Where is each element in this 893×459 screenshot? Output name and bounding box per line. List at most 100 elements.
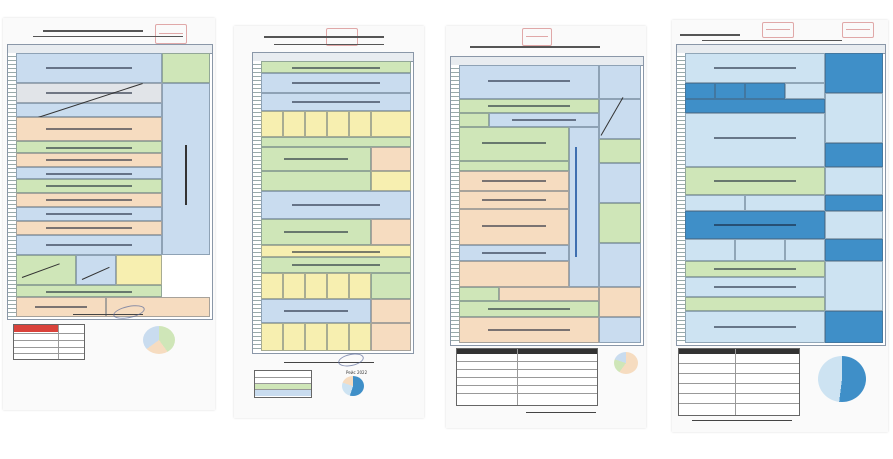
block: [261, 245, 411, 257]
block: [825, 53, 883, 93]
block: [685, 53, 825, 83]
header-line: [274, 44, 384, 45]
time-ruler: [451, 65, 459, 343]
block: [261, 219, 371, 245]
block: [16, 103, 162, 117]
block: [283, 273, 305, 299]
block: [371, 323, 411, 351]
block: [825, 211, 883, 239]
block: [371, 219, 411, 245]
block: [735, 239, 785, 261]
block: [261, 191, 411, 219]
block: [459, 171, 569, 191]
block: [685, 83, 715, 99]
schedule-page-3: [446, 26, 646, 428]
block: [76, 255, 116, 285]
block: [261, 73, 411, 93]
header-line: [33, 36, 183, 37]
block: [599, 203, 641, 243]
block: [371, 147, 411, 171]
block: [371, 299, 411, 323]
signature-line: [284, 362, 374, 363]
block: [349, 323, 371, 351]
schedule-grid: [450, 56, 644, 346]
block: [305, 273, 327, 299]
block: [825, 311, 883, 343]
block: [785, 83, 825, 99]
block: [459, 261, 569, 287]
pie-chart: [818, 356, 866, 402]
block: [371, 171, 411, 191]
block: [459, 301, 599, 317]
block: [16, 221, 162, 235]
pie-chart: [614, 352, 638, 374]
block: [459, 245, 569, 261]
stamp: [155, 24, 187, 44]
block: [16, 167, 162, 179]
block: [599, 163, 641, 203]
block: [825, 195, 883, 211]
block: [685, 261, 825, 277]
block: [16, 285, 162, 297]
header-line: [43, 30, 143, 32]
block: [371, 111, 411, 137]
header-line: [470, 46, 600, 48]
block: [327, 273, 349, 299]
block: [569, 127, 599, 287]
block: [16, 117, 162, 141]
block: [599, 139, 641, 163]
summary-table: [456, 348, 598, 406]
block: [685, 195, 745, 211]
schedule-page-4: [672, 20, 888, 432]
block: [825, 143, 883, 167]
summary-table: [254, 370, 312, 398]
block: [459, 287, 499, 301]
schedule-grid: [252, 52, 414, 354]
block: [261, 111, 283, 137]
block: [16, 297, 106, 317]
block: [261, 299, 371, 323]
block: [305, 323, 327, 351]
block: [106, 297, 210, 317]
block: [16, 193, 162, 207]
block: [459, 317, 599, 343]
block: [459, 161, 569, 171]
summary-table: [678, 348, 800, 416]
vertical-label: [575, 147, 577, 257]
block: [599, 65, 641, 99]
block: [785, 239, 825, 261]
time-ruler: [8, 53, 16, 317]
block: [16, 179, 162, 193]
block: [599, 317, 641, 343]
signature-line: [692, 420, 792, 421]
block: [745, 195, 825, 211]
block: [459, 209, 569, 245]
block: [599, 243, 641, 287]
block: [685, 311, 825, 343]
schedule-page-1: [3, 18, 215, 410]
block: [349, 273, 371, 299]
block: [261, 171, 371, 191]
block: [327, 111, 349, 137]
block: [16, 235, 162, 255]
time-ruler: [677, 53, 685, 343]
block: [459, 99, 599, 113]
pie-chart: [342, 376, 364, 396]
vertical-label: [185, 145, 187, 205]
block: [685, 167, 825, 195]
block: [489, 113, 599, 127]
block: [685, 99, 825, 113]
block: [349, 111, 371, 137]
signature-line: [73, 314, 143, 315]
summary-table: [13, 324, 85, 360]
block: [599, 99, 641, 139]
block: [261, 273, 283, 299]
block: [283, 111, 305, 137]
block: [16, 141, 162, 153]
header-line: [680, 34, 740, 36]
block: [715, 83, 745, 99]
block: [261, 147, 371, 171]
block: [283, 323, 305, 351]
block: [685, 277, 825, 297]
signature-line: [526, 412, 596, 413]
